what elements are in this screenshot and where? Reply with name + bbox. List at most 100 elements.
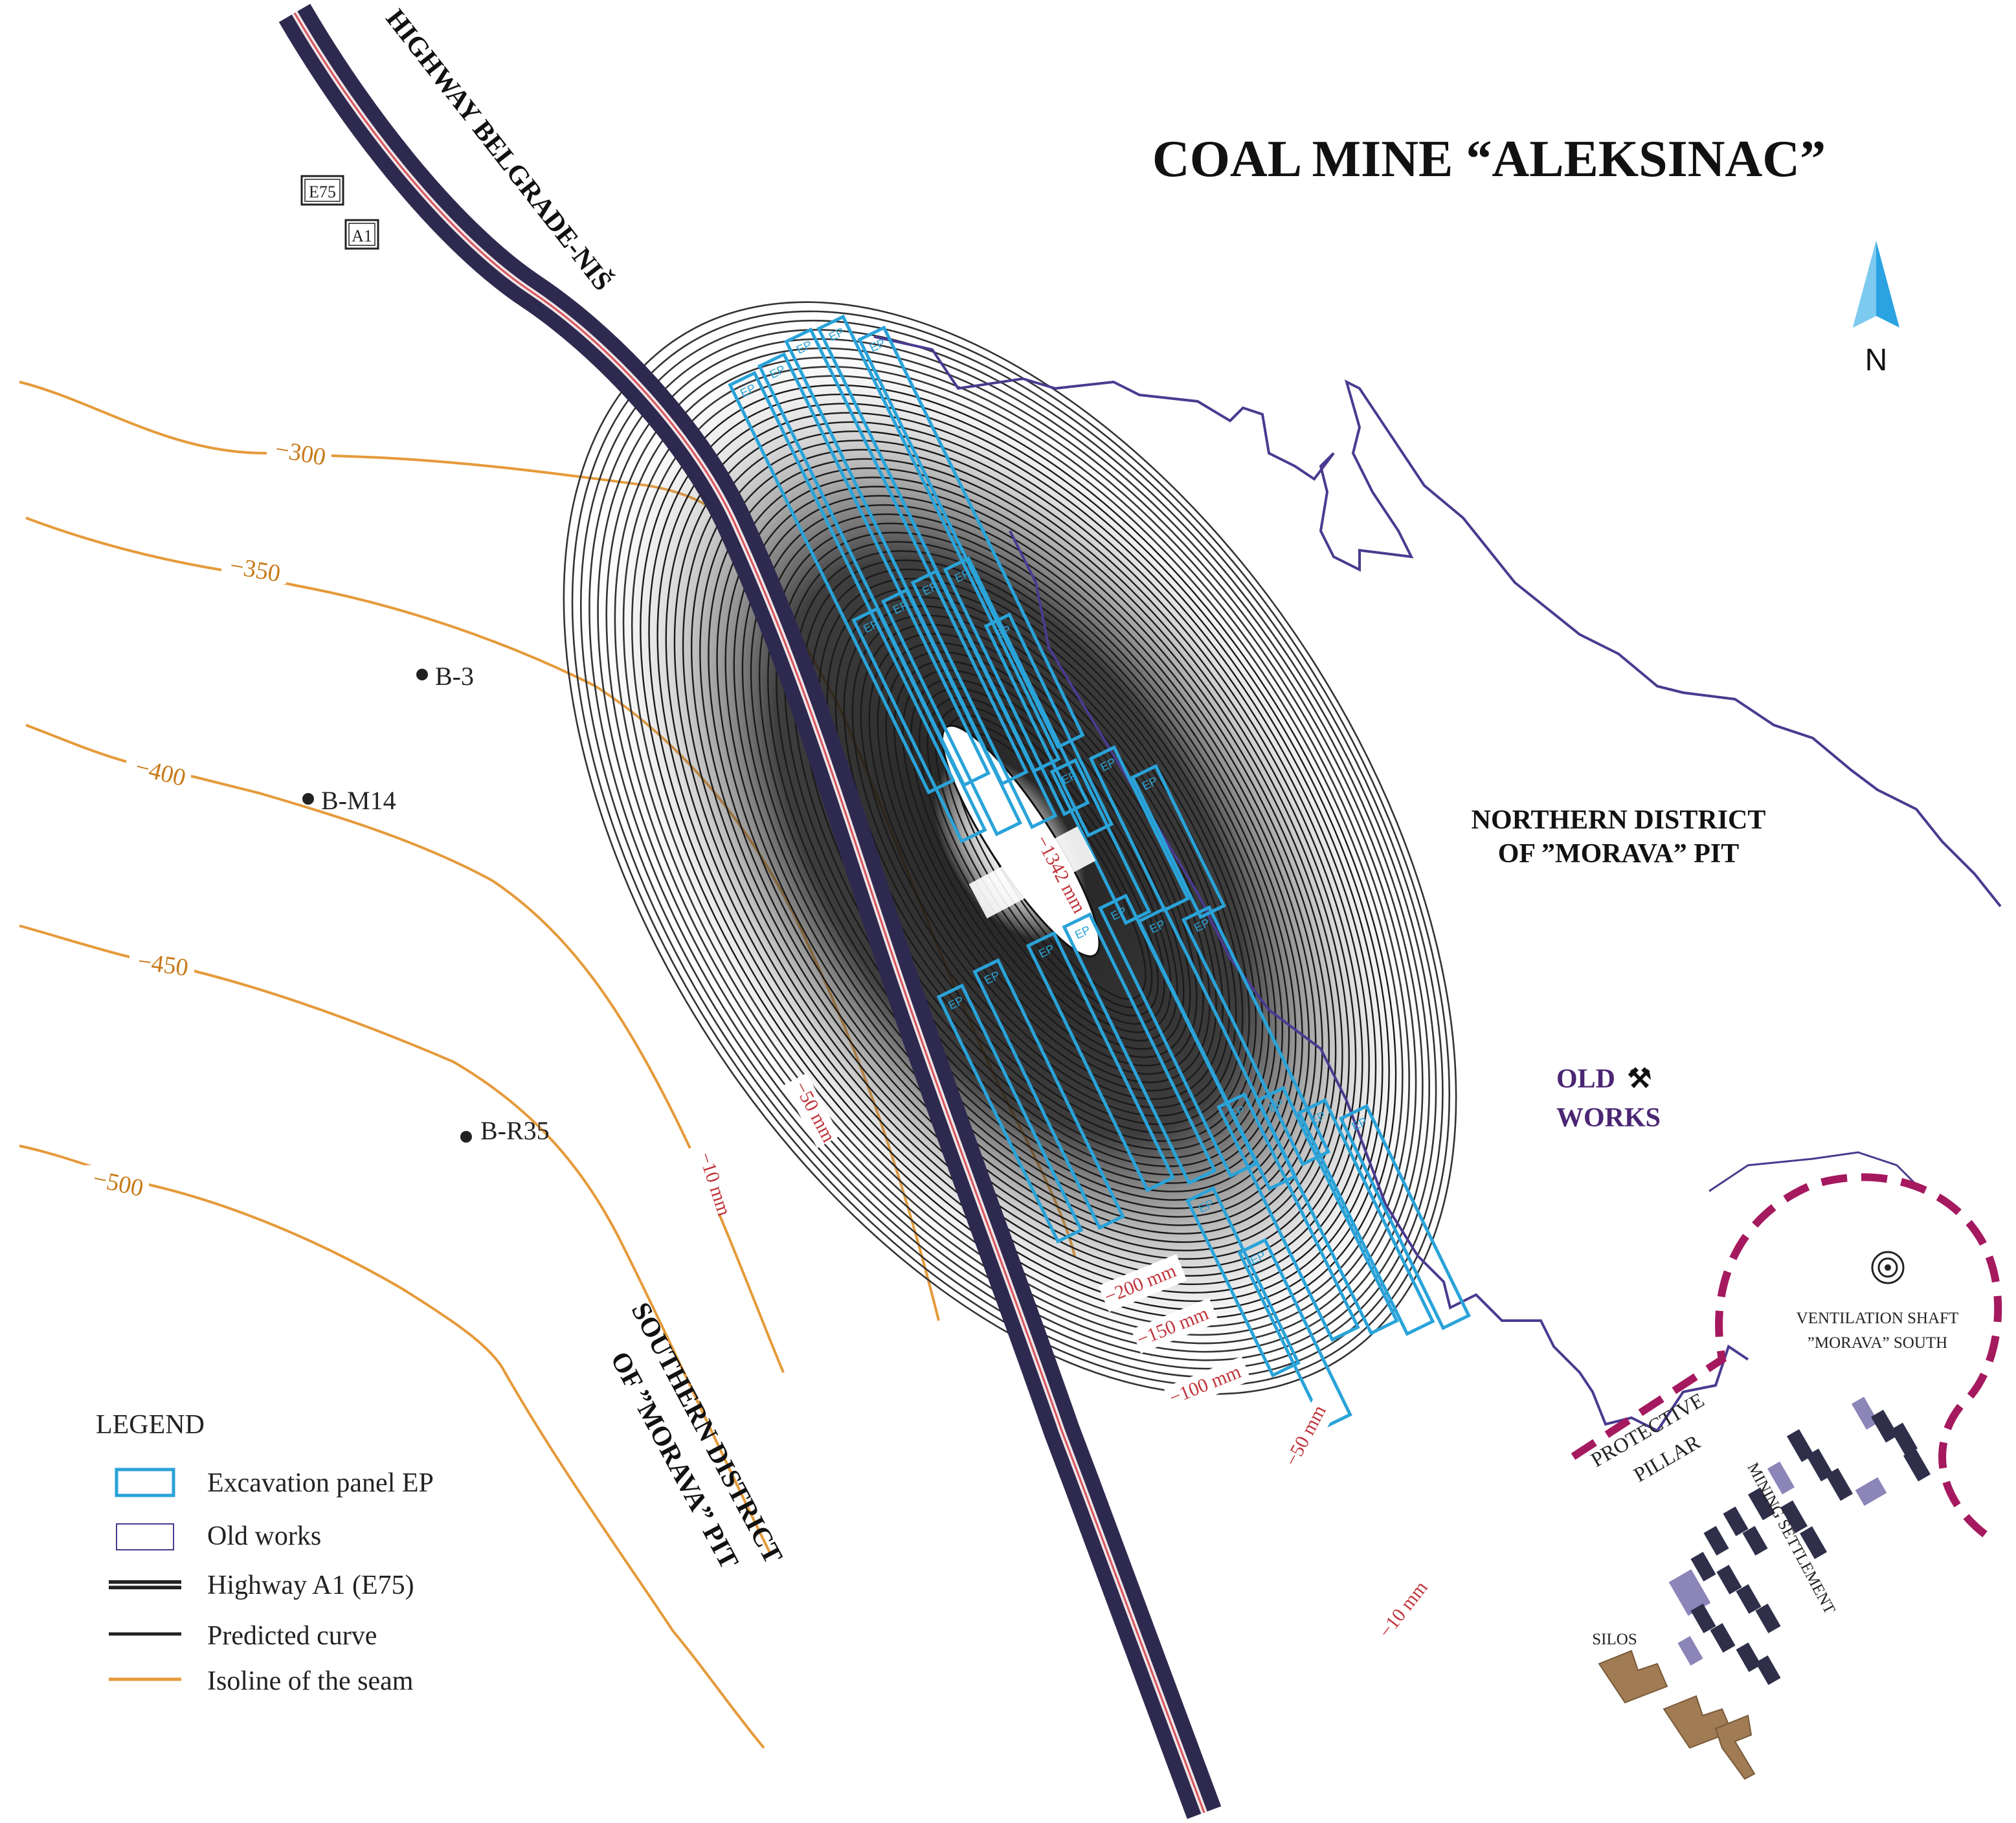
north-label: N — [1865, 343, 1888, 377]
panel-outline — [1088, 745, 1191, 912]
mining-settlement-buildings — [1668, 1396, 1931, 1685]
building — [1742, 1526, 1768, 1556]
building — [1780, 1500, 1808, 1534]
borehole-b3: B-3 — [416, 662, 474, 691]
predicted-curve — [759, 513, 1303, 1201]
predicted-curve — [750, 504, 1310, 1209]
building — [1736, 1642, 1762, 1672]
isoline-label-masks — [84, 435, 331, 1198]
old-works-boundary — [873, 335, 2002, 908]
building — [1703, 1526, 1729, 1556]
borehole-marker — [460, 1131, 472, 1143]
predicted-curve — [708, 458, 1343, 1251]
legend-item-label: Old works — [207, 1521, 321, 1551]
building — [1786, 1429, 1815, 1462]
max-subsidence-curve — [941, 724, 1101, 957]
ventilation-shaft-label-1: VENTILATION SHAFT — [1797, 1310, 1959, 1327]
highway-a1 — [278, 3, 1222, 1819]
predicted-curve — [724, 476, 1330, 1235]
building — [1799, 1526, 1828, 1560]
panel-outline — [1216, 1092, 1360, 1342]
predicted-curve — [640, 384, 1397, 1319]
building — [1767, 1461, 1795, 1495]
panel-outline — [972, 958, 1125, 1230]
predicted-curve — [631, 375, 1404, 1328]
predicted-curves — [563, 301, 1457, 1395]
borehole-marker — [416, 669, 428, 680]
panel-outline — [1297, 1098, 1435, 1336]
building — [1690, 1604, 1716, 1633]
borehole-bm14-label: B-M14 — [321, 786, 396, 815]
panel-outline — [757, 352, 991, 788]
building — [1870, 1409, 1899, 1443]
predicted-curve — [571, 310, 1451, 1387]
predicted-curve — [741, 495, 1317, 1218]
building — [1716, 1565, 1742, 1594]
building — [1690, 1552, 1716, 1582]
subsidence-basin — [563, 301, 1457, 1395]
old-works-boundary-se — [1708, 1151, 1918, 1192]
ventilation-shaft-icon — [1871, 1251, 1905, 1284]
map-title: COAL MINE “ALEKSINAC” — [1152, 131, 1826, 188]
legend: LEGEND Excavation panel EP Old works Hig… — [96, 1410, 434, 1696]
borehole-b3-label: B-3 — [435, 662, 474, 691]
predicted-curve — [902, 669, 1191, 1058]
old-works-label-1: OLD ⚒ — [1556, 1064, 1652, 1094]
north-arrow-icon — [1853, 241, 1899, 328]
old-works-label-2: WORKS — [1556, 1103, 1661, 1133]
building — [1855, 1477, 1887, 1506]
building — [1755, 1655, 1781, 1685]
predicted-curve — [673, 421, 1370, 1286]
predicted-curve — [656, 403, 1383, 1303]
panel-outline — [1237, 1238, 1352, 1429]
legend-item-label: Highway A1 (E75) — [207, 1571, 414, 1600]
legend-item-label: Isoline of the seam — [207, 1666, 414, 1696]
panel-outline — [1062, 912, 1217, 1185]
legend-item-highway: Highway A1 (E75) — [109, 1571, 414, 1600]
panel-outline — [851, 607, 987, 844]
panel-outline — [910, 569, 1058, 829]
building — [1825, 1468, 1854, 1501]
old-works-label-text: OLD — [1556, 1064, 1615, 1094]
panel-outline — [1255, 1086, 1399, 1336]
panel-outline — [1137, 906, 1297, 1191]
silos-label: SILOS — [1592, 1631, 1637, 1648]
panel-outline — [1338, 1104, 1472, 1330]
predicted-curve — [597, 338, 1431, 1361]
predicted-curve — [699, 449, 1350, 1260]
borehole-marker — [302, 793, 314, 805]
legend-item-isoline: Isoline of the seam — [109, 1666, 414, 1696]
panel-outline — [1181, 905, 1331, 1167]
ventilation-shaft-label-2: ”MORAVA” SOUTH — [1808, 1334, 1947, 1352]
predicted-curve — [648, 394, 1390, 1311]
legend-item-predicted-curve: Predicted curve — [109, 1621, 377, 1651]
panel-outline — [881, 588, 1022, 836]
predicted-curve — [622, 366, 1410, 1336]
legend-item-label: Excavation panel EP — [207, 1468, 434, 1498]
building — [1677, 1636, 1703, 1666]
legend-item-panel: Excavation panel EP — [115, 1468, 434, 1498]
panel-outline — [784, 327, 1029, 787]
mining-tools-icon: ⚒ — [1628, 1064, 1652, 1094]
panel-outline — [816, 314, 1061, 774]
predicted-curve — [605, 347, 1424, 1353]
building — [1736, 1584, 1762, 1614]
predicted-curve — [563, 301, 1457, 1395]
predicted-curve — [826, 587, 1250, 1134]
borehole-br35-label: B-R35 — [480, 1116, 550, 1145]
legend-item-label: Predicted curve — [207, 1621, 377, 1651]
silos-icon — [1598, 1650, 1756, 1780]
borehole-br35: B-R35 — [460, 1116, 550, 1145]
old-works-box-icon — [116, 1523, 174, 1550]
building — [1668, 1569, 1711, 1616]
building — [1747, 1487, 1776, 1521]
protective-pillar-boundary — [1571, 1173, 2002, 1544]
panel-outline — [983, 612, 1114, 838]
shield-e75-text: E75 — [309, 183, 336, 201]
panel-outline — [936, 983, 1084, 1244]
predicted-curve — [691, 440, 1357, 1268]
building — [1806, 1448, 1834, 1482]
building — [1903, 1448, 1931, 1482]
predicted-curve — [776, 531, 1290, 1184]
